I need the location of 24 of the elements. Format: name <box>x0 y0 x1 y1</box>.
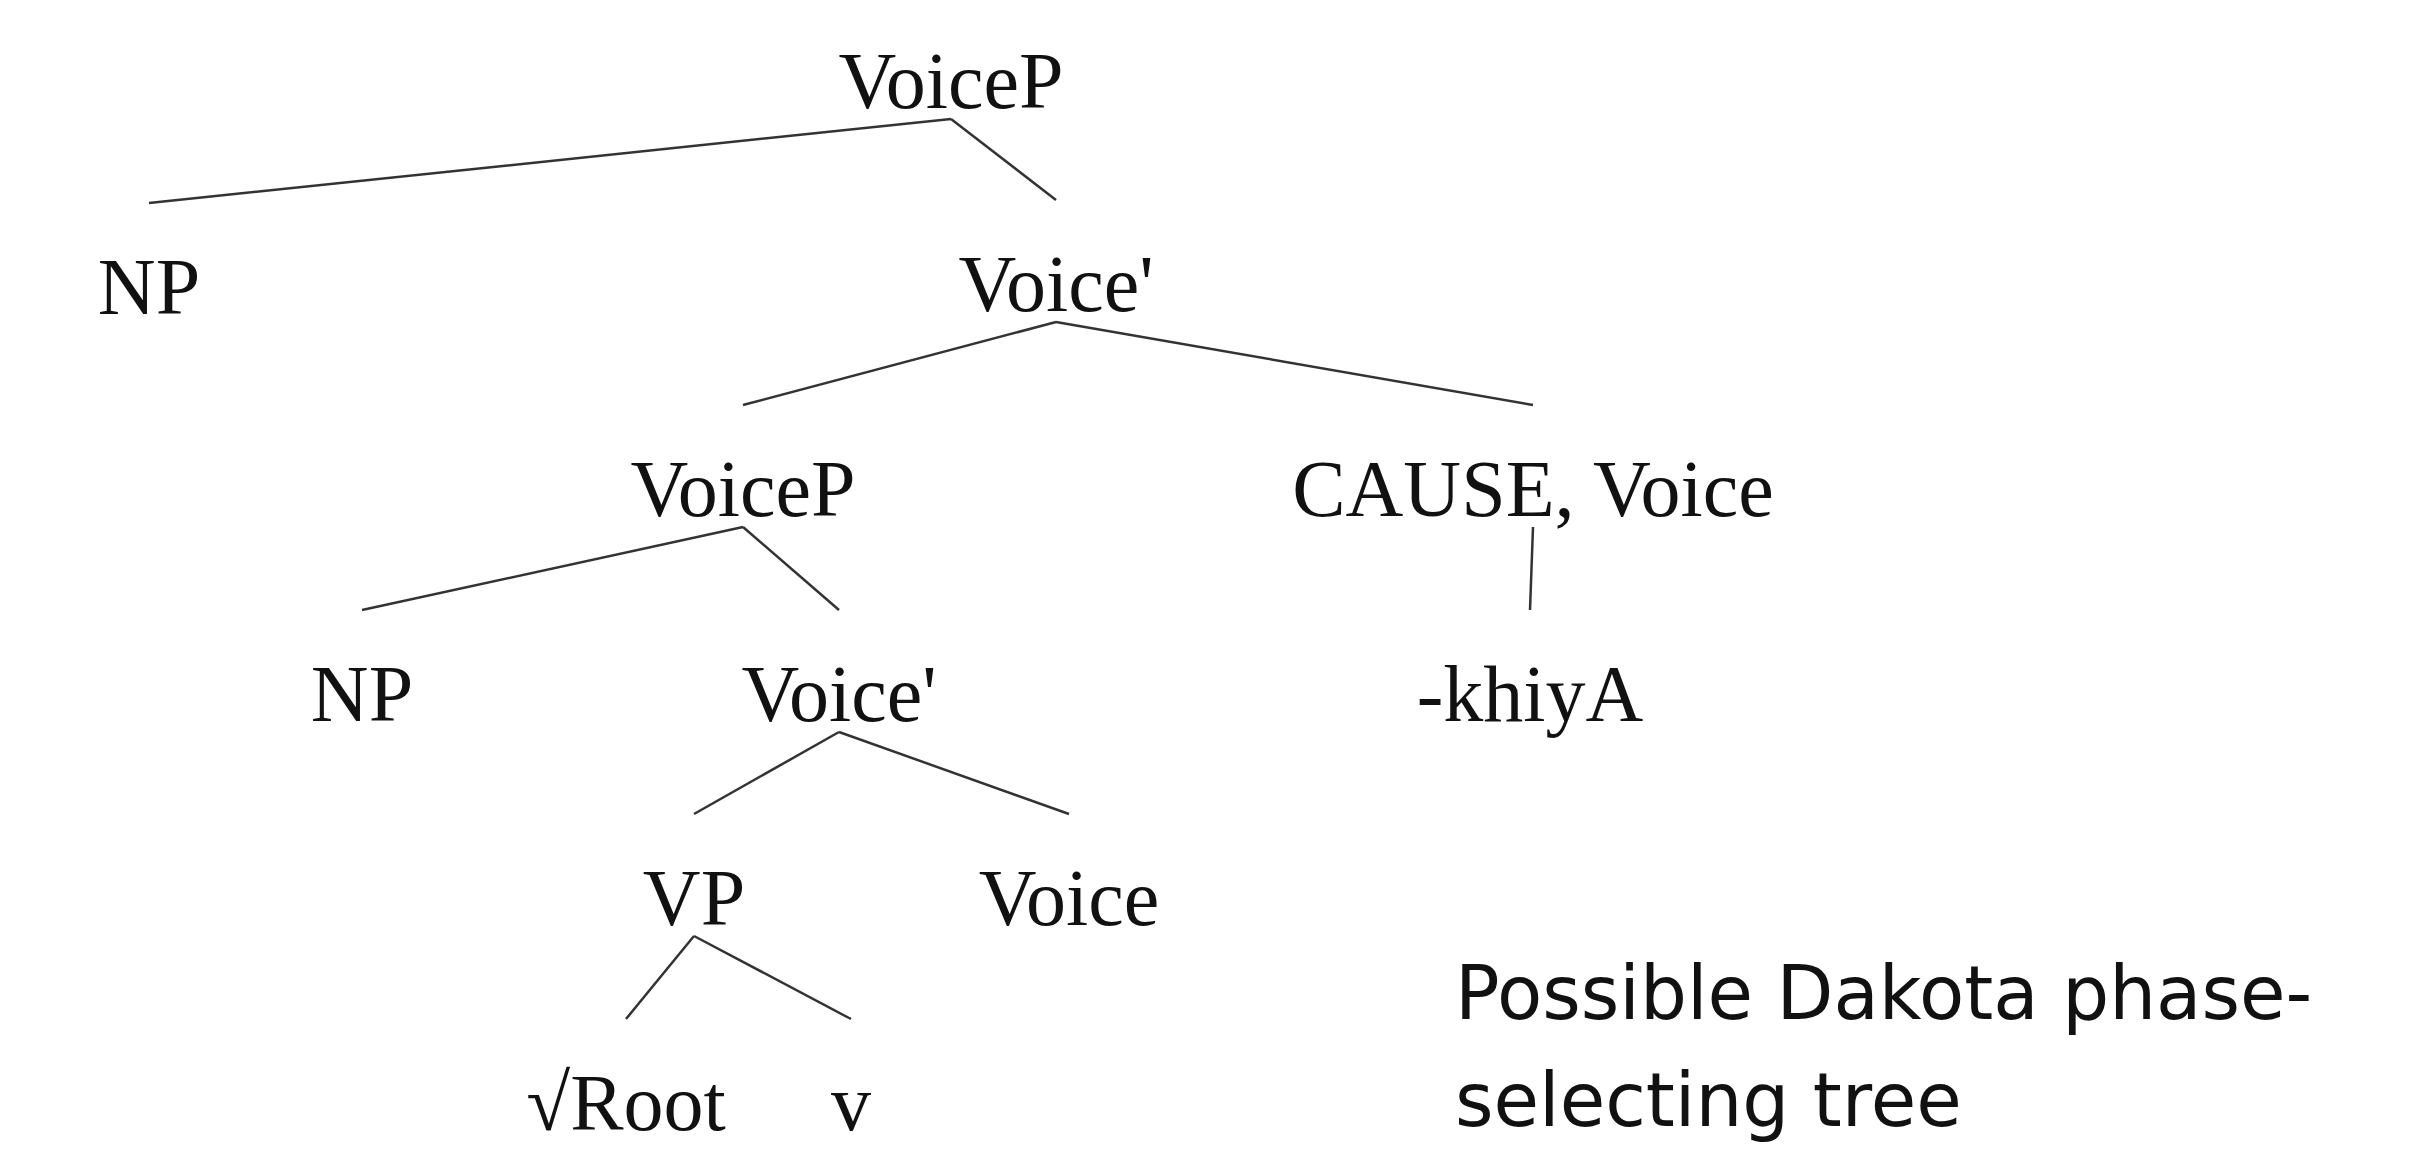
tree-node-label: Voice' <box>741 650 937 738</box>
tree-node-label: Voice <box>978 854 1160 942</box>
tree-node-label: NP <box>310 650 414 738</box>
tree-node-label: v <box>831 1059 871 1147</box>
tree-node-label: Voice' <box>958 240 1154 328</box>
tree-branch <box>1055 320 1534 407</box>
tree-branch <box>693 730 840 816</box>
tree-branch <box>625 935 695 1020</box>
tree-node-label: VoiceP <box>838 37 1064 125</box>
caption-text: Possible Dakota phase-selecting tree <box>1455 949 2314 1146</box>
tree-branch <box>693 934 852 1021</box>
tree-node-label: VP <box>642 854 746 942</box>
tree-branch <box>838 730 1070 816</box>
tree-branch <box>950 118 1057 201</box>
tree-node-label: VoiceP <box>630 445 856 533</box>
tree-branch <box>742 320 1057 407</box>
tree-branch <box>1528 526 1535 611</box>
tree-node-label: -khiyA <box>1416 650 1644 738</box>
tree-node-label: NP <box>97 243 201 331</box>
tree-branch <box>361 525 744 612</box>
tree-node-label: √Root <box>526 1059 726 1147</box>
tree-branch <box>148 117 952 205</box>
tree-node-label: CAUSE, Voice <box>1292 445 1774 533</box>
tree-branch <box>742 526 840 611</box>
